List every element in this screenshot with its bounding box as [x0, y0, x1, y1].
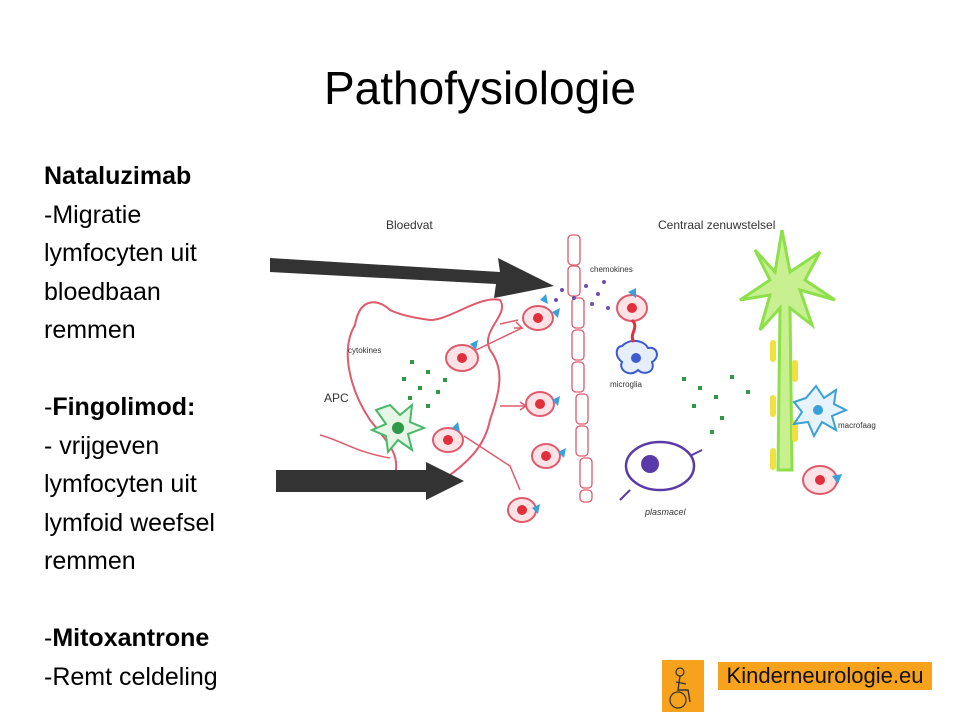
cytokine-dots — [402, 360, 750, 434]
label-microglia: microglia — [610, 380, 643, 389]
apc-cell — [369, 402, 427, 455]
fingolimod-line-2: lymfocyten uit — [44, 470, 197, 498]
plasma-cell — [619, 440, 703, 501]
label-chemokines: chemokines — [590, 265, 633, 274]
arrow-to-vessel — [270, 258, 554, 298]
label-cytokines: cytokines — [348, 346, 381, 355]
natalizumab-line-1: -Migratie — [44, 200, 142, 229]
receptors — [452, 288, 842, 514]
natalizumab-line-2: lymfocyten uit — [44, 239, 197, 267]
microglia-cell — [615, 318, 658, 375]
natalizumab-line-3: bloedbaan — [44, 277, 161, 306]
arrow-to-lymphoid — [276, 462, 464, 500]
label-plasmacel: plasmacel — [644, 507, 687, 517]
chemokine-dots — [554, 280, 610, 310]
bullet-list: Nataluzimab -Migratie lymfocyten uit blo… — [44, 157, 269, 696]
t-cell-nuclei — [443, 303, 825, 515]
migration-arrows — [463, 319, 528, 491]
wheelchair-figure-icon — [662, 660, 704, 712]
lymph-node-outline — [346, 298, 503, 476]
vessel-wall — [567, 234, 593, 503]
fingolimod-line-3: lymfoid weefsel — [44, 508, 215, 537]
pathophysiology-illustration: Bloedvat Centraal zenuwstelsel chemokine… — [319, 218, 876, 523]
logo-text: Kinderneurologie.eu — [718, 662, 932, 690]
label-cns: Centraal zenuwstelsel — [658, 218, 775, 232]
slide-title: Pathofysiologie — [324, 62, 636, 114]
label-bloedvat: Bloedvat — [386, 218, 433, 232]
fingolimod-line-4: remmen — [44, 547, 136, 575]
label-macrofaag: macrofaag — [838, 421, 876, 430]
mitoxantrone-heading: -Mitoxantrone — [44, 624, 210, 652]
natalizumab-heading: Nataluzimab — [44, 162, 192, 190]
label-apc: APC — [324, 391, 349, 405]
site-logo: Kinderneurologie.eu — [662, 660, 932, 712]
myelin-sheath — [770, 340, 798, 470]
macrophage-cell — [791, 384, 849, 439]
natalizumab-line-4: remmen — [44, 316, 136, 344]
mitoxantrone-line-1: -Remt celdeling — [44, 662, 218, 691]
fingolimod-heading: -Fingolimod: — [44, 393, 196, 421]
neuron — [739, 229, 836, 472]
fingolimod-line-1: - vrijgeven — [44, 431, 160, 460]
